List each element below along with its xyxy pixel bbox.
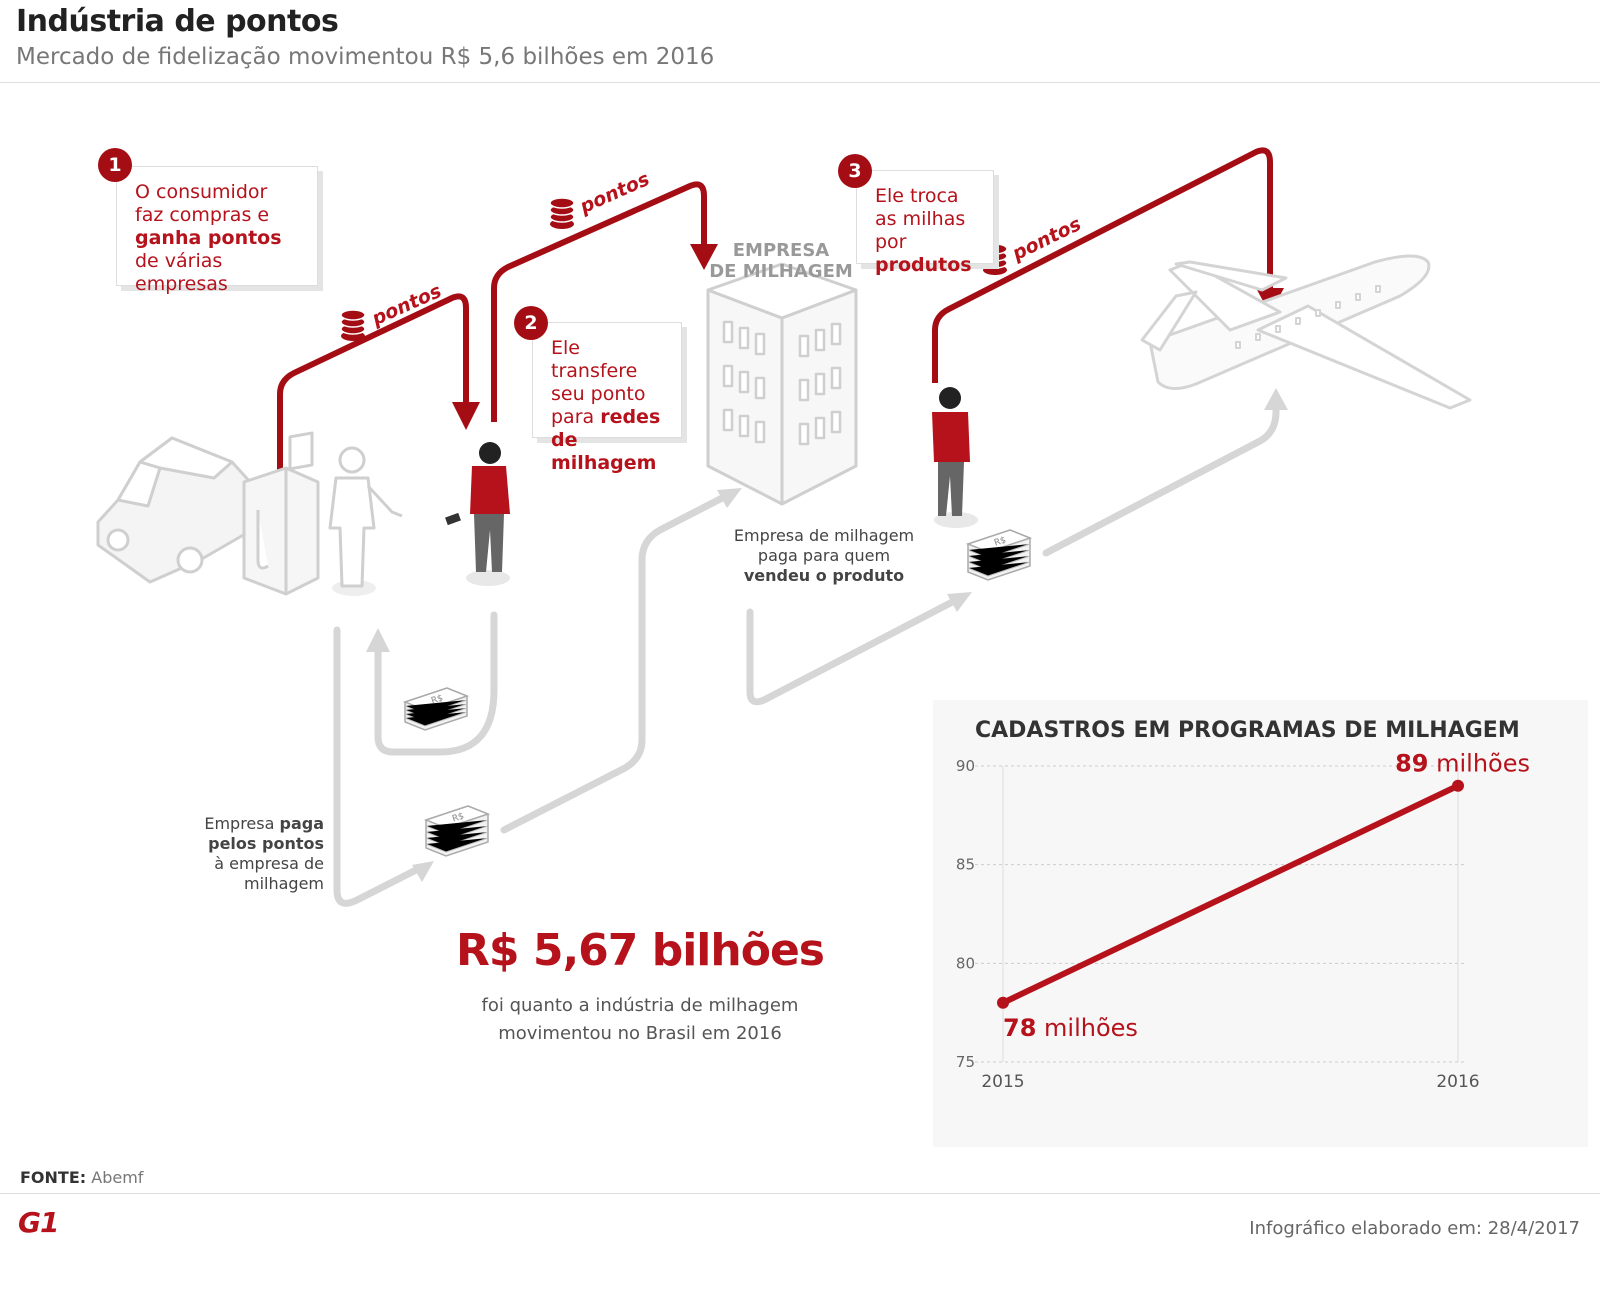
y-tick-label: 75 [956, 1053, 975, 1071]
page-subtitle: Mercado de fidelização movimentou R$ 5,6… [16, 44, 715, 70]
car-icon [96, 436, 254, 584]
highlight-caption-line-2: movimentou no Brasil em 2016 [498, 1023, 782, 1044]
data-point [997, 996, 1009, 1009]
chart-title: CADASTROS EM PROGRAMAS DE MILHAGEM [975, 718, 1520, 743]
caption-company-pays-text: Empresa paga pelos pontos à empresa de m… [204, 814, 324, 893]
flow-arrow-consumer-to-station [374, 611, 498, 756]
credit-text: Infográfico elaborado em: 28/4/2017 [1249, 1218, 1580, 1239]
arrowhead-up-station [366, 628, 390, 652]
money-flow-arrows [333, 394, 1280, 907]
building-icon [706, 262, 858, 506]
chart-panel [933, 700, 1588, 1147]
data-label-unit: milhões [1428, 750, 1530, 778]
source-note: FONTE: Abemf [20, 1168, 143, 1187]
arrowhead-right-seller [947, 592, 972, 612]
data-label-number: 89 [1395, 750, 1428, 778]
building-label-line-1: EMPRESA [732, 240, 830, 261]
data-label-number: 78 [1003, 1014, 1036, 1042]
y-tick-label: 80 [956, 954, 975, 972]
arrowhead-up-plane [1264, 388, 1288, 410]
points-arrow-2 [491, 181, 707, 422]
text-bold-part: vendeu o produto [743, 566, 905, 585]
fuel-pump-icon [242, 431, 320, 596]
highlight-caption: foi quanto a indústria de milhagem movim… [420, 992, 860, 1048]
arrowhead-points-2 [690, 244, 718, 270]
text-part: Ele troca as milhas por [875, 185, 966, 253]
text-part: Empresa de milhagem paga para quem [733, 526, 915, 565]
points-arrow-1 [277, 293, 469, 483]
series-line [1000, 782, 1461, 1006]
step-3-text: Ele troca as milhas por produtos [875, 185, 972, 276]
step-3-badge: 3 [838, 154, 872, 188]
text-bold-part: ganha pontos [135, 227, 282, 249]
money-stack-icon: R$ [423, 805, 491, 857]
money-symbol: R$ [451, 811, 465, 824]
flow-illustration: R$ R$ R$ [96, 147, 1472, 907]
data-point [1452, 779, 1464, 792]
step-2-box: Ele transfere seu ponto para redes de mi… [532, 322, 682, 474]
header-divider [0, 82, 1600, 83]
consumer-figure-icon [445, 442, 510, 586]
highlight-value: R$ 5,67 bilhões [456, 925, 825, 976]
step-2-text: Ele transfere seu ponto para redes de mi… [551, 337, 660, 474]
points-flow-arrows [277, 147, 1273, 483]
source-label: FONTE: [20, 1168, 87, 1187]
flow-arrow-to-plane [1042, 394, 1280, 557]
attendant-figure-icon [328, 446, 403, 596]
arrowhead-points-1 [452, 402, 480, 430]
y-tick-label: 90 [956, 757, 975, 775]
x-tick-label: 2016 [1436, 1072, 1479, 1092]
caption-mileage-pays-text: Empresa de milhagem paga para quem vende… [734, 526, 914, 585]
arrowhead-right-money [412, 861, 434, 882]
source-value: Abemf [91, 1168, 144, 1187]
money-symbol: R$ [993, 535, 1007, 548]
money-symbol: R$ [430, 693, 444, 706]
data-label-unit: milhões [1036, 1014, 1138, 1042]
building-label: EMPRESA DE MILHAGEM [706, 240, 856, 282]
text-part: de várias empresas [135, 250, 228, 295]
money-stack-icon: R$ [402, 687, 470, 731]
step-3-box: Ele troca as milhas por produtos [856, 170, 994, 276]
caption-company-pays: Empresa paga pelos pontos à empresa de m… [196, 814, 324, 894]
step-1-text: O consumidor faz compras e ganha pontos … [135, 181, 282, 295]
highlight-caption-line-1: foi quanto a indústria de milhagem [481, 995, 799, 1016]
coin-stack-icon [549, 197, 575, 229]
text-part: Ele transfere seu ponto para [551, 337, 646, 428]
x-tick-label: 2015 [981, 1072, 1024, 1092]
airplane-icon [1140, 254, 1472, 410]
flow-arrowheads [366, 388, 1288, 882]
money-stack-icon: R$ [965, 529, 1033, 581]
coin-stack-icon [340, 309, 366, 341]
text-bold-part: produtos [875, 254, 972, 276]
building-label-line-2: DE MILHAGEM [709, 261, 853, 282]
flow-arrow-company-down [333, 626, 424, 907]
text-part: à empresa de milhagem [214, 854, 324, 893]
text-part: Empresa [204, 814, 280, 833]
flow-arrow-to-building [500, 490, 734, 834]
step-1-box: O consumidor faz compras e ganha pontos … [116, 166, 318, 295]
text-part: O consumidor faz compras e [135, 181, 270, 226]
step-1-badge: 1 [98, 148, 132, 182]
points-arrow-3 [932, 147, 1273, 383]
text-bold-part: paga pelos pontos [208, 814, 324, 853]
footer-divider [0, 1193, 1600, 1194]
step-2-badge: 2 [514, 306, 548, 340]
arrowhead-right-building [717, 488, 742, 508]
y-tick-label: 85 [956, 856, 975, 874]
caption-mileage-pays: Empresa de milhagem paga para quem vende… [724, 526, 924, 586]
consumer-figure-icon [932, 387, 978, 528]
page-title: Indústria de pontos [16, 4, 339, 39]
flow-arrow-building-to-seller [746, 594, 964, 706]
data-label: 89 milhões [1395, 750, 1530, 778]
g1-logo: G1 [18, 1206, 59, 1239]
text-bold-part: redes de milhagem [551, 406, 661, 474]
data-label: 78 milhões [1003, 1014, 1138, 1042]
